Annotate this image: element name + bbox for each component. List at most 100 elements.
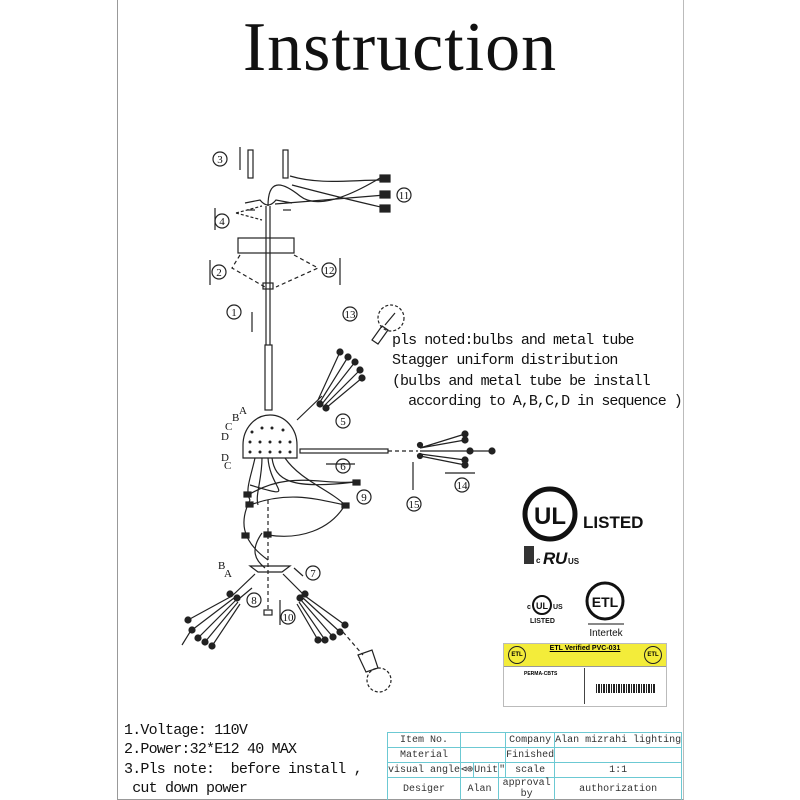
callout-9: 9 [356,489,372,505]
finished-value [554,747,683,763]
callout-14: 14 [454,477,470,493]
svg-text:R: R [543,549,556,568]
cru-us-logo: c R U US [524,546,580,568]
unit-label: Unit [473,762,500,778]
note-line: (bulbs and metal tube be install [392,373,651,390]
etl-mark-icon: ETL [644,646,662,664]
finished-label: Finished [505,747,556,763]
wire-bundle [241,479,361,569]
svg-text:9: 9 [361,492,367,504]
etl-label-banner: ETL Verified PVC-031 [504,644,666,667]
callout-numbers: 3 11 4 2 12 1 13 5 6 14 15 9 7 8 10 [211,151,470,625]
svg-text:B: B [218,560,225,572]
callout-6: 6 [335,458,351,474]
callout-12: 12 [321,262,337,278]
position-letters: A B C D D C B A [218,405,247,580]
finial [263,609,273,616]
callout-4: 4 [214,213,230,229]
note-line: Stagger uniform distribution [392,352,618,369]
bulb-arm-bottom-left [181,573,256,650]
svg-text:D: D [221,431,229,443]
designer-label: Desiger [386,777,462,800]
designer-value: Alan [460,777,500,800]
title-block-table: Item No. Company Alan mizrahi lighting M… [386,732,683,800]
authorization-label: authorization [554,777,683,800]
callout-1: 1 [226,304,242,320]
svg-text:c: c [527,604,531,611]
svg-text:Intertek: Intertek [589,628,623,639]
svg-text:7: 7 [310,568,316,580]
callout-8: 8 [246,592,262,608]
visual-angle-label: visual angle [386,762,462,778]
svg-text:1: 1 [231,307,237,319]
svg-text:A: A [239,405,247,417]
svg-text:D: D [221,452,229,464]
material-value [460,747,507,763]
svg-text:B: B [232,412,239,424]
callout-11: 11 [396,187,412,203]
svg-text:13: 13 [345,309,357,321]
hanging-rod [251,206,274,411]
svg-text:15: 15 [409,499,421,511]
etl-mark-icon: ETL [508,646,526,664]
item-no-label: Item No. [386,732,462,748]
etl-intertek-logo: ETL Intertek [585,581,625,639]
barcode [596,684,656,693]
callout-10: 10 [280,609,296,625]
cul-us-listed-logo: UL c US LISTED [527,595,563,625]
svg-text:8: 8 [251,595,257,607]
svg-text:3: 3 [217,154,223,166]
scale-label: scale [505,762,556,778]
top-sockets [239,147,289,179]
bulb-upper [371,304,405,345]
svg-text:US: US [568,557,580,566]
etl-verified-label: ETL Verified PVC-031 ETL ETL PERMA-CBTS [503,643,667,707]
label-divider [584,668,585,704]
svg-text:2: 2 [216,267,222,279]
svg-text:LISTED: LISTED [530,618,555,625]
material-label: Material [386,747,462,763]
svg-text:10: 10 [283,612,295,624]
svg-text:C: C [225,421,232,433]
scale-value: 1:1 [554,762,683,778]
svg-text:5: 5 [340,416,346,428]
spec-power: 2.Power:32*E12 40 MAX [124,741,297,758]
canopy-guides [231,254,320,288]
page-title: Instruction [242,9,558,86]
company-label: Company [505,732,556,748]
note-line: pls noted:bulbs and metal tube [392,332,634,349]
bottom-hub [248,565,292,573]
label-company: PERMA-CBTS [524,671,558,677]
bulb-arm-upper [296,348,366,421]
ul-listed-logo: UL LISTED [522,486,643,542]
bulb-arm-right [412,430,496,490]
callout-15: 15 [406,496,422,512]
svg-text:U: U [555,549,568,568]
svg-text:A: A [224,568,232,580]
wire-connectors [267,174,391,213]
svg-text:4: 4 [219,216,225,228]
company-value: Alan mizrahi lighting [554,732,683,748]
unit-value: " [498,762,507,778]
item-no-value [460,732,507,748]
callout-3: 3 [212,151,228,167]
svg-text:UL: UL [536,601,548,611]
projection-symbol-icon: ⊲⊕ [460,762,475,778]
svg-text:6: 6 [340,461,346,473]
svg-text:ETL: ETL [592,594,619,610]
svg-text:LISTED: LISTED [583,513,643,532]
svg-text:UL: UL [534,503,566,530]
svg-text:c: c [536,556,541,565]
callout-5: 5 [335,413,351,429]
svg-text:C: C [224,460,231,472]
spec-note-cont: cut down power [124,780,248,797]
bulb-arm-bottom-right [282,567,392,693]
svg-text:12: 12 [324,265,335,277]
spec-voltage: 1.Voltage: 110V [124,722,248,739]
svg-text:14: 14 [457,480,469,492]
svg-text:11: 11 [399,190,410,202]
approval-label: approval by [498,777,556,800]
note-line: according to A,B,C,D in sequence ) [392,393,683,410]
